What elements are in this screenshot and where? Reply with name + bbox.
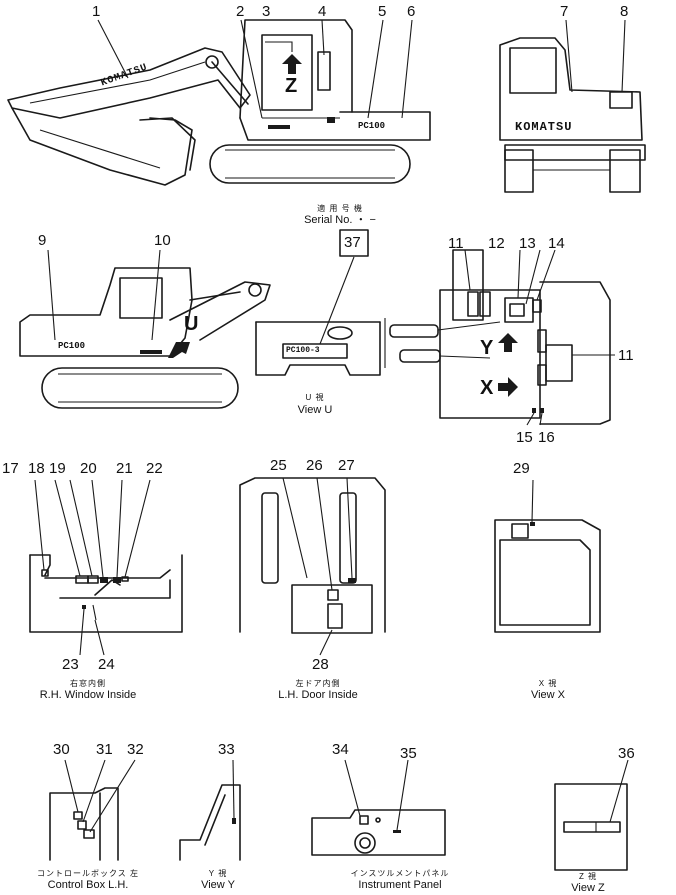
part-number: 20 — [80, 460, 97, 477]
instrument-panel-drawing — [311, 759, 446, 856]
part-number: 17 — [2, 460, 19, 477]
view-u-drawing — [255, 229, 381, 376]
excavator-rear-view — [499, 19, 646, 193]
part-number: 27 — [338, 457, 355, 474]
part-number: 5 — [378, 3, 387, 20]
part-number: 8 — [620, 3, 629, 20]
caption-en: View Z — [571, 882, 605, 894]
part-number: 6 — [407, 3, 416, 20]
model-label: PC100 — [58, 341, 86, 351]
part-number: 19 — [49, 460, 66, 477]
part-number: 30 — [53, 741, 70, 758]
part-number: 11 — [448, 235, 464, 252]
part-number: 11 — [618, 347, 634, 364]
view-z-drawing — [554, 759, 629, 871]
part-number: 26 — [306, 457, 323, 474]
caption-en: Control Box L.H. — [47, 879, 129, 891]
rh-window-drawing — [29, 479, 183, 656]
brand-label: KOMATSU — [515, 120, 573, 134]
part-number: 16 — [538, 429, 555, 446]
caption-jp: コントロールボックス 左 — [37, 869, 139, 878]
caption-jp: X 視 — [538, 679, 558, 688]
caption-en: Serial No. ・ − — [304, 214, 376, 226]
part-number: 21 — [116, 460, 133, 477]
part-number: 35 — [400, 745, 417, 762]
caption-en: R.H. Window Inside — [39, 689, 137, 701]
direction-arrows — [168, 54, 518, 397]
part-number: 9 — [38, 232, 47, 249]
caption-en: Instrument Panel — [358, 879, 442, 891]
part-number: 24 — [98, 656, 115, 673]
excavator-side-view — [7, 19, 431, 186]
caption-jp: Y 視 — [208, 869, 228, 878]
caption-jp: 適 用 号 機 — [317, 204, 363, 213]
part-number: 2 — [236, 3, 245, 20]
part-number: 36 — [618, 745, 635, 762]
caption-en: View Y — [201, 879, 235, 891]
part-number: 33 — [218, 741, 235, 758]
part-number: 31 — [96, 741, 113, 758]
part-number: 37 — [344, 234, 361, 251]
model-label: PC100-3 — [286, 346, 320, 355]
part-number: 25 — [270, 457, 287, 474]
direction-letter-u: U — [184, 313, 199, 335]
part-number: 3 — [262, 3, 271, 20]
direction-letter-z: Z — [285, 75, 298, 97]
view-y-drawing — [179, 759, 241, 861]
direction-letter-y: Y — [480, 337, 494, 359]
part-number: 15 — [516, 429, 533, 446]
part-number: 7 — [560, 3, 569, 20]
part-number: 4 — [318, 3, 327, 20]
part-number: 12 — [488, 235, 505, 252]
part-number: 23 — [62, 656, 79, 673]
part-number: 34 — [332, 741, 349, 758]
caption-jp: U 視 — [305, 393, 325, 402]
part-number: 29 — [513, 460, 530, 477]
view-x-drawing — [494, 479, 601, 633]
top-view-drawing — [384, 249, 615, 426]
model-label: PC100 — [358, 121, 386, 131]
excavator-left-view — [19, 249, 271, 409]
part-number: 22 — [146, 460, 163, 477]
caption-jp: 左ドア内側 — [295, 679, 341, 688]
caption-en: View U — [297, 404, 333, 416]
part-number: 10 — [154, 232, 171, 249]
part-number: 1 — [92, 3, 101, 20]
part-number: 18 — [28, 460, 45, 477]
caption-jp: 右窓内側 — [70, 679, 106, 688]
part-number: 32 — [127, 741, 144, 758]
caption-en: View X — [530, 689, 566, 701]
caption-en: L.H. Door Inside — [278, 689, 358, 701]
direction-letter-x: X — [480, 377, 494, 399]
control-box-drawing — [49, 759, 136, 861]
part-number: 14 — [548, 235, 565, 252]
caption-jp: インスツルメントパネル — [350, 869, 450, 878]
part-number: 13 — [519, 235, 536, 252]
lh-door-drawing — [239, 477, 386, 656]
caption-jp: Z 視 — [578, 872, 598, 881]
part-number: 28 — [312, 656, 329, 673]
